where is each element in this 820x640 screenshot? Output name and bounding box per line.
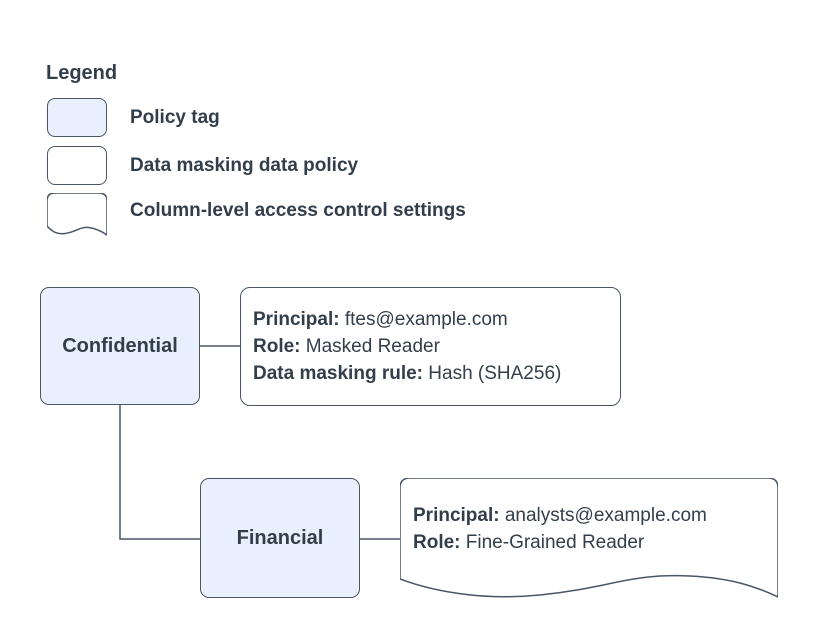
policy-line-masking-rule: Data masking rule: Hash (SHA256) [253, 360, 608, 387]
policy-line-principal: Principal: ftes@example.com [253, 306, 608, 333]
legend-item-column-access: Column-level access control settings [47, 193, 466, 238]
field-label: Principal: [253, 309, 340, 330]
document-swatch-icon [47, 193, 107, 236]
policy-line-role: Role: Masked Reader [253, 333, 608, 360]
document-outline [400, 478, 778, 598]
field-value: Hash (SHA256) [428, 363, 562, 384]
field-label: Role: [413, 532, 461, 553]
policy-tag-label: Financial [236, 526, 324, 549]
policy-tag-label: Confidential [62, 334, 178, 357]
legend-title: Legend [46, 62, 118, 84]
field-label: Data masking rule: [253, 363, 423, 384]
field-value: analysts@example.com [504, 505, 707, 526]
legend-item-data-policy: Data masking data policy [47, 146, 358, 185]
field-label: Principal: [413, 505, 500, 526]
policy-tag-swatch-icon [47, 98, 107, 137]
legend-item-policy-tag: Policy tag [47, 98, 220, 137]
data-policy-swatch-icon [47, 146, 107, 185]
connector-confidential-to-financial [119, 405, 200, 540]
field-value: Masked Reader [305, 336, 440, 357]
legend-item-label: Column-level access control settings [130, 200, 466, 221]
legend-item-label: Policy tag [130, 106, 220, 128]
policy-tag-node-financial: Financial [200, 478, 360, 598]
document-text: Principal: analysts@example.com Role: Fi… [413, 478, 707, 580]
policy-tag-node-confidential: Confidential [40, 287, 200, 405]
field-value: Fine-Grained Reader [465, 532, 645, 553]
column-access-settings-document: Principal: analysts@example.com Role: Fi… [400, 478, 778, 603]
field-label: Role: [253, 336, 301, 357]
settings-line-principal: Principal: analysts@example.com [413, 502, 707, 529]
legend-item-label: Data masking data policy [130, 154, 359, 176]
field-value: ftes@example.com [344, 309, 508, 330]
data-masking-policy-box: Principal: ftes@example.com Role: Masked… [240, 287, 621, 406]
settings-line-role: Role: Fine-Grained Reader [413, 529, 707, 556]
